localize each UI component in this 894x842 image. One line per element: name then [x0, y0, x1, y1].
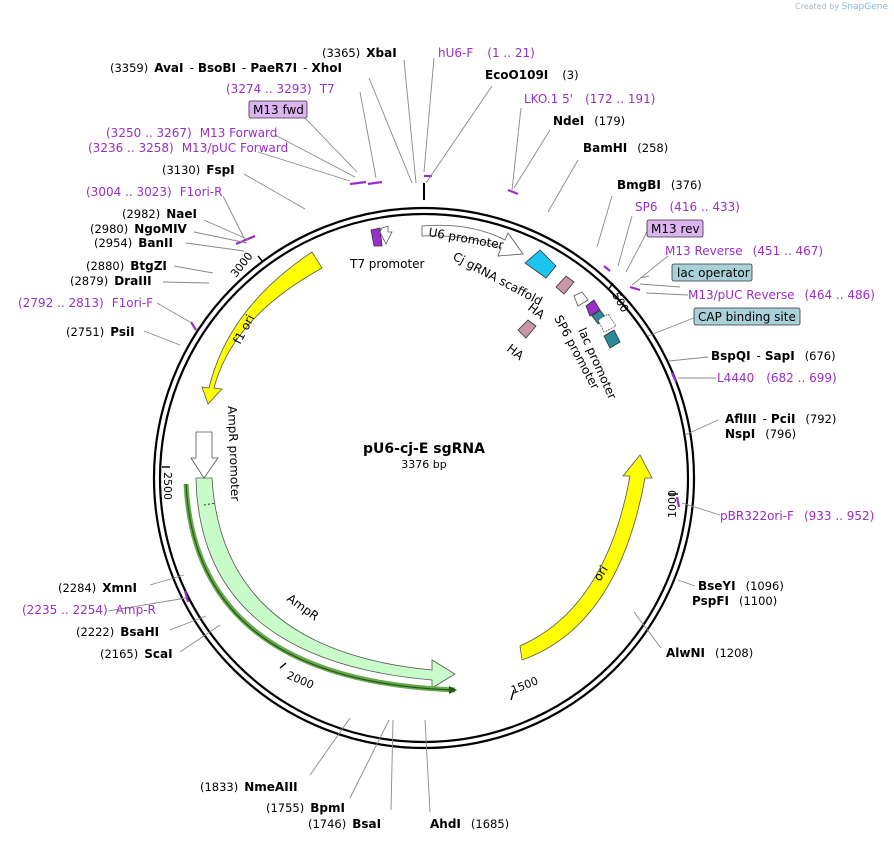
primer-lko: LKO.1 5'(172 .. 191) — [524, 92, 656, 106]
site-ahdi: AhdI(1685) — [430, 817, 509, 831]
site-bamhi: BamHI(258) — [583, 141, 668, 155]
primer-f1f: (2792 .. 2813)F1ori-F — [18, 296, 153, 310]
site-psii: (2751)PsiI — [66, 325, 135, 339]
backbone-inner-ring — [158, 212, 690, 744]
primer-pbr322: pBR322ori-F(933 .. 952) — [720, 509, 874, 523]
primer-m13pur: M13/pUC Reverse(464 .. 486) — [688, 288, 875, 302]
snapgene-credit: Created by SnapGene — [795, 2, 888, 12]
site-bseyi: BseYI(1096) — [698, 579, 784, 593]
lac-promoter-arrow — [597, 313, 617, 333]
site-afliii: AflIII-PciI(792) — [725, 412, 836, 426]
tick-3000: 3000 — [228, 250, 255, 280]
site-nspi: NspI(796) — [725, 427, 796, 441]
site-fspi: (3130)FspI — [162, 163, 235, 177]
primer-sp6: SP6(416 .. 433) — [635, 200, 740, 214]
site-bspqi: BspQI-SapI(676) — [711, 349, 836, 363]
tick-1500: 1500 — [509, 674, 540, 697]
sp6-promoter-arrow — [573, 291, 589, 307]
primer-m13f: (3250 .. 3267)M13 Forward — [106, 126, 277, 140]
label-t7-promoter: T7 promoter — [349, 257, 425, 271]
ha-tag-1 — [555, 275, 575, 295]
plasmid-name: pU6-cj-E sgRNA — [363, 441, 485, 457]
site-ngomiv: (2980)NgoMIV — [90, 222, 188, 236]
site-bsai: (1746)BsaI — [308, 817, 381, 831]
box-lac-operator — [671, 263, 753, 282]
site-scai: (2165)ScaI — [100, 647, 173, 661]
u6-promoter-arrow — [421, 224, 524, 257]
site-xmni: (2284)XmnI — [58, 581, 137, 595]
ampr-primer-head — [449, 686, 457, 694]
site-ndei: NdeI(179) — [553, 114, 625, 128]
site-ecoo109i: EcoO109I(3) — [485, 68, 579, 82]
label-ha-2: HA — [504, 341, 527, 363]
primer-t7: (3274 .. 3293)T7 — [226, 82, 335, 96]
primer-labels: hU6-F(1 .. 21) LKO.1 5'(172 .. 191) (327… — [18, 46, 875, 617]
site-xbai: (3365)XbaI — [322, 46, 397, 60]
label-ha-1: HA — [525, 300, 548, 322]
site-btgzi: (2880)BtgZI — [86, 259, 167, 273]
site-bpmi: (1755)BpmI — [266, 801, 345, 815]
tick-2000: 2000 — [285, 669, 316, 692]
site-naei: (2982)NaeI — [122, 207, 197, 221]
label-cap-binding: CAP binding site — [698, 310, 796, 324]
cap-binding-feature — [603, 329, 621, 349]
label-m13-rev: M13 rev — [651, 222, 700, 236]
label-lac-operator: lac operator — [677, 266, 750, 280]
cj-grna-scaffold — [524, 249, 557, 279]
primer-ampr: (2235 .. 2254)Amp-R — [22, 603, 156, 617]
primer-m13puf: (3236 .. 3258)M13/pUC Forward — [88, 141, 288, 155]
site-nmeaiii: (1833)NmeAIII — [200, 780, 298, 794]
label-ampr-promoter: AmpR promoter — [225, 406, 242, 502]
plasmid-size: 3376 bp — [401, 458, 446, 471]
site-alwni: AlwNI(1208) — [666, 646, 753, 660]
tick-1000: 1000 — [666, 490, 679, 518]
box-m13-rev — [646, 219, 704, 238]
site-pspfi: PspFI(1100) — [692, 594, 777, 608]
backbone-outer-ring — [152, 206, 696, 750]
primer-hu6f: hU6-F(1 .. 21) — [438, 46, 535, 60]
credit-brand: SnapGene — [841, 2, 888, 12]
primer-markers — [183, 174, 681, 603]
site-banii: (2954)BanII — [94, 236, 173, 250]
t7-feature — [370, 227, 383, 247]
ha-tag-2 — [517, 319, 537, 339]
ampr-promoter-arrow — [190, 431, 219, 479]
box-m13-fwd — [248, 100, 308, 119]
t7-promoter-arrow — [379, 225, 393, 245]
ampr-primer-line — [185, 483, 453, 691]
site-bmgbi: BmgBI(376) — [617, 178, 702, 192]
ori-arrow — [519, 454, 653, 661]
primer-f1r: (3004 .. 3023)F1ori-R — [86, 185, 223, 199]
site-avai: (3359)AvaI-BsoBI-PaeR7I-XhoI — [110, 61, 342, 75]
site-bsahi: (2222)BsaHI — [76, 625, 159, 639]
box-cap-binding — [693, 307, 801, 326]
tick-marks — [162, 255, 678, 701]
label-m13-fwd: M13 fwd — [253, 103, 304, 117]
primer-l4440: L4440(682 .. 699) — [717, 371, 837, 385]
restriction-sites: (3365)XbaI (3359)AvaI-BsoBI-PaeR7I-XhoI … — [58, 46, 836, 831]
ampr-arrow — [195, 477, 456, 689]
leader-lines — [107, 57, 721, 813]
primer-m13r: M13 Reverse(451 .. 467) — [665, 244, 823, 258]
tick-2500: 2500 — [161, 472, 174, 500]
f1-ori-arrow — [201, 251, 323, 405]
label-ampr: AmpR — [284, 591, 321, 623]
ampr-primer-band — [183, 483, 456, 693]
credit-prefix: Created by — [795, 2, 840, 11]
site-draiii: (2879)DraIII — [70, 274, 152, 288]
